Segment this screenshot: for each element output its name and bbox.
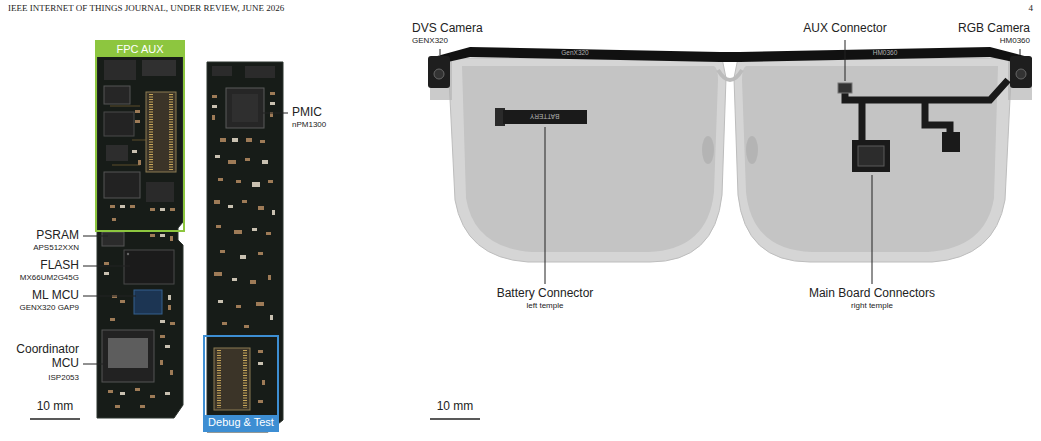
part-name: ML MCU — [32, 289, 79, 303]
region-label: FPC AUX — [116, 43, 163, 55]
part-number: nPM1300 — [292, 120, 326, 129]
page-number: 4 — [1029, 3, 1034, 13]
part-name: RGB Camera — [958, 22, 1030, 36]
part-location: left temple — [527, 301, 564, 310]
part-name: PMIC — [292, 106, 322, 120]
part-name: AUX Connector — [803, 22, 886, 36]
part-number: HM0360 — [1000, 36, 1030, 45]
part-number: GENX320 — [412, 36, 448, 45]
label-bar: Debug & Test — [205, 415, 277, 430]
label-bar: FPC AUX — [97, 42, 183, 57]
region-box: Debug & Test — [203, 335, 279, 432]
region-label: Debug & Test — [208, 416, 274, 428]
part-name: Main Board Connectors — [809, 287, 935, 301]
part-location: right temple — [851, 301, 893, 310]
region-box: FPC AUX — [95, 40, 185, 232]
silkscreen-text: HM0360 — [873, 49, 898, 56]
part-number: MX66UM2G45G — [20, 273, 79, 282]
part-number: GENX320 GAP9 — [19, 303, 79, 312]
scale-bar-label: 10 mm — [437, 400, 474, 414]
scale-bar-label: 10 mm — [37, 400, 74, 414]
part-name: PSRAM — [36, 229, 79, 243]
silkscreen-text: BATTERY — [530, 113, 559, 120]
part-name: Battery Connector — [497, 287, 594, 301]
part-number: ISP2053 — [48, 373, 79, 382]
part-name: FLASH — [40, 259, 79, 273]
part-number: APS512XXN — [33, 243, 79, 252]
silkscreen-text: GenX320 — [561, 49, 588, 56]
running-header: IEEE INTERNET OF THINGS JOURNAL, UNDER R… — [8, 3, 284, 13]
part-name: Coordinator MCU — [1, 343, 79, 371]
part-name: DVS Camera — [412, 22, 483, 36]
